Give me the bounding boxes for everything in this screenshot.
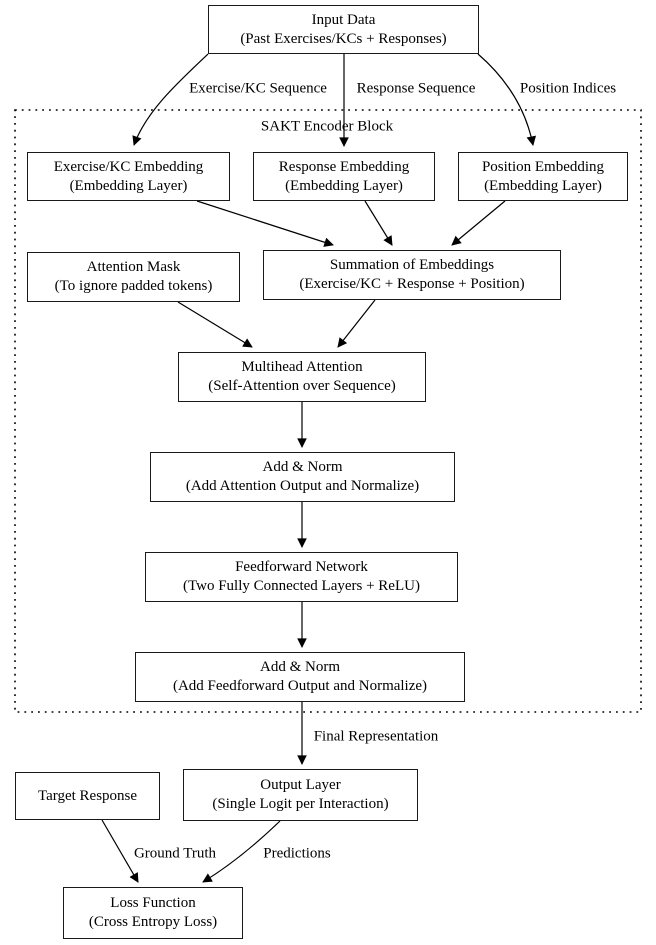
edge-exercise-embedding-to-summation xyxy=(196,200,334,247)
edge-label-predictions: Predictions xyxy=(263,845,331,862)
node-subtitle: (Past Exercises/KCs + Responses) xyxy=(240,30,447,47)
node-title: Summation of Embeddings xyxy=(329,257,495,273)
node-title: Output Layer xyxy=(260,777,341,793)
node-subtitle: (Two Fully Connected Layers + ReLU) xyxy=(183,578,420,594)
node-subtitle: (Single Logit per Interaction) xyxy=(212,796,389,812)
node-multihead-attention: Multihead Attention (Self-Attention over… xyxy=(178,352,426,402)
node-title: Position Embedding xyxy=(481,158,605,175)
edge-label-ground-truth: Ground Truth xyxy=(133,845,217,862)
sakt-encoder-block-border xyxy=(14,109,642,713)
node-subtitle: (To ignore padded tokens) xyxy=(54,278,213,294)
node-attention-mask: Attention Mask (To ignore padded tokens) xyxy=(27,252,240,302)
node-subtitle: (Embedding Layer) xyxy=(484,177,602,194)
node-title: Add & Norm xyxy=(262,459,343,475)
encoder-block-title: SAKT Encoder Block xyxy=(260,118,394,135)
node-title: Input Data xyxy=(311,11,376,28)
node-title: Response Embedding xyxy=(278,158,410,175)
edge-summation-to-multihead xyxy=(337,299,376,348)
edge-output-to-loss xyxy=(202,820,281,883)
node-add-norm-2: Add & Norm (Add Feedforward Output and N… xyxy=(135,652,465,702)
node-title: Target Response xyxy=(37,787,138,804)
edge-response-embedding-to-summation xyxy=(364,200,393,246)
node-summation-of-embeddings: Summation of Embeddings (Exercise/KC + R… xyxy=(263,250,561,300)
node-target-response: Target Response xyxy=(15,772,160,820)
node-input-data: Input Data (Past Exercises/KCs + Respons… xyxy=(208,5,479,54)
node-exercise-kc-embedding: Exercise/KC Embedding (Embedding Layer) xyxy=(27,152,230,201)
edge-label-position-indices: Position Indices xyxy=(519,80,617,97)
edge-mask-to-multihead xyxy=(177,301,253,348)
node-output-layer: Output Layer (Single Logit per Interacti… xyxy=(183,769,418,821)
node-add-norm-1: Add & Norm (Add Attention Output and Nor… xyxy=(150,452,455,502)
node-title: Multihead Attention xyxy=(241,359,363,375)
node-title: Add & Norm xyxy=(260,659,340,675)
node-subtitle: (Embedding Layer) xyxy=(69,177,188,194)
edge-input-to-exercise-embedding xyxy=(132,53,209,146)
edge-label-exercise-kc-sequence: Exercise/KC Sequence xyxy=(189,80,327,97)
node-subtitle: (Embedding Layer) xyxy=(285,177,403,194)
edge-label-final-representation: Final Representation xyxy=(313,728,439,745)
node-title: Exercise/KC Embedding xyxy=(53,158,204,175)
edge-label-response-sequence: Response Sequence xyxy=(356,80,476,97)
node-subtitle: (Exercise/KC + Response + Position) xyxy=(299,276,525,292)
node-subtitle: (Add Attention Output and Normalize) xyxy=(185,478,420,494)
node-feedforward-network: Feedforward Network (Two Fully Connected… xyxy=(145,552,458,602)
node-subtitle: (Add Feedforward Output and Normalize) xyxy=(172,678,428,694)
node-subtitle: (Self-Attention over Sequence) xyxy=(208,378,396,394)
node-loss-function: Loss Function (Cross Entropy Loss) xyxy=(63,887,243,939)
node-response-embedding: Response Embedding (Embedding Layer) xyxy=(253,152,435,201)
node-position-embedding: Position Embedding (Embedding Layer) xyxy=(458,152,628,201)
edge-position-embedding-to-summation xyxy=(451,200,506,246)
node-title: Attention Mask xyxy=(86,259,181,275)
node-subtitle: (Cross Entropy Loss) xyxy=(88,914,218,930)
edge-target-to-loss xyxy=(101,819,139,883)
node-title: Loss Function xyxy=(110,895,196,911)
node-title: Feedforward Network xyxy=(235,559,368,575)
edge-input-to-position-embedding xyxy=(477,53,537,146)
